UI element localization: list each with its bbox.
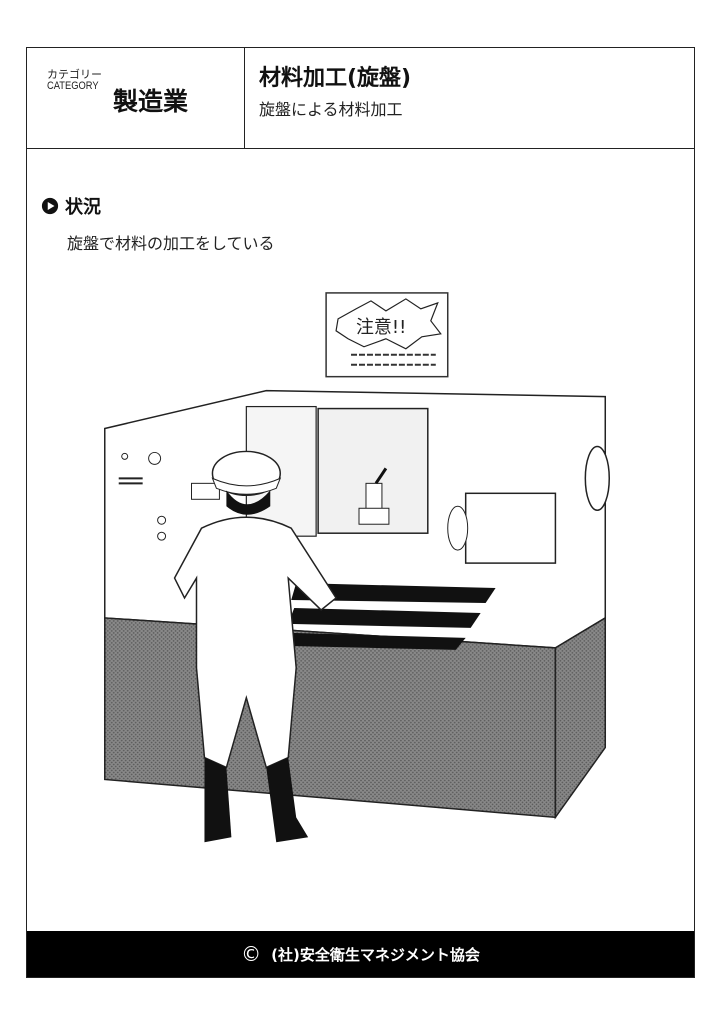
copyright-icon: © — [241, 942, 262, 966]
category-value: 製造業 — [113, 87, 189, 116]
page-subtitle: 旋盤による材料加工 — [259, 100, 403, 119]
footer-text: (社)安全衛生マネジメント協会 — [271, 945, 480, 964]
category-label-en: CATEGORY — [47, 80, 99, 92]
category-cell: カテゴリー CATEGORY 製造業 — [27, 48, 245, 148]
situation-heading: 状況 — [41, 193, 101, 219]
card-frame: カテゴリー CATEGORY 製造業 材料加工(旋盤) 旋盤による材料加工 状況… — [26, 47, 695, 978]
situation-heading-text: 状況 — [65, 197, 101, 218]
lathe-machine — [104, 389, 611, 820]
footer-bar: © (社)安全衛生マネジメント協会 — [27, 931, 694, 977]
category-label-jp: カテゴリー — [47, 68, 102, 81]
sign-text: 注意!! — [356, 317, 406, 338]
play-circle-icon — [41, 197, 59, 215]
title-cell: 材料加工(旋盤) 旋盤による材料加工 — [245, 48, 694, 148]
situation-description: 旋盤で材料の加工をしている — [67, 234, 275, 253]
lathe-illustration: 注意!! — [104, 292, 611, 843]
worker-figure — [173, 450, 338, 843]
card-header: カテゴリー CATEGORY 製造業 材料加工(旋盤) 旋盤による材料加工 — [27, 48, 694, 149]
page-title: 材料加工(旋盤) — [259, 66, 412, 91]
caution-sign: 注意!! — [325, 292, 449, 378]
